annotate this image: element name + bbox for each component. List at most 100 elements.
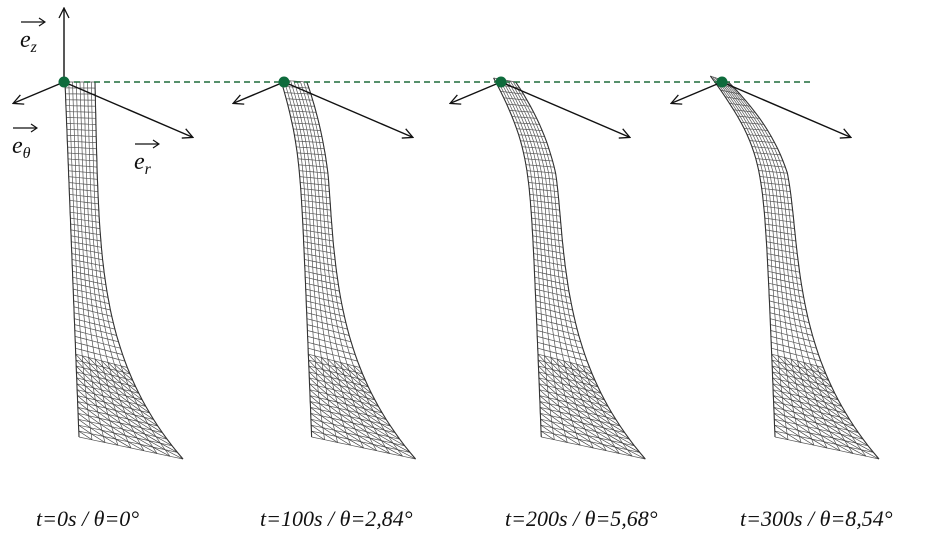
mesh-diagonal bbox=[113, 404, 126, 413]
mesh-diagonal bbox=[353, 365, 363, 375]
mesh-diagonal bbox=[784, 415, 797, 425]
mesh-diagonal bbox=[585, 371, 596, 381]
mesh-diagonal bbox=[102, 366, 112, 376]
mesh-diagonal bbox=[790, 393, 801, 403]
mesh-diagonal bbox=[587, 395, 600, 405]
mesh-diagonal bbox=[773, 407, 785, 416]
mesh-diagonal bbox=[622, 442, 640, 453]
mesh-diagonal bbox=[113, 432, 129, 442]
mesh-diagonal bbox=[346, 363, 357, 373]
mesh-diagonal bbox=[327, 358, 336, 368]
mesh-diagonal bbox=[590, 384, 602, 394]
mesh-diagonal bbox=[76, 371, 85, 380]
mesh-diagonal bbox=[317, 385, 328, 395]
e-theta-arrow-3 bbox=[451, 81, 502, 103]
mesh-diagonal bbox=[805, 420, 819, 430]
mesh-diagonal bbox=[798, 395, 810, 405]
mesh-diagonal bbox=[832, 437, 849, 448]
mesh-diagonal bbox=[809, 432, 825, 442]
mesh-diagonal bbox=[540, 413, 552, 422]
mesh-group bbox=[64, 75, 880, 460]
mesh-left-edge bbox=[709, 75, 776, 438]
mesh-diagonal bbox=[805, 368, 815, 378]
mesh-diagonal bbox=[308, 353, 316, 363]
mesh-diagonal bbox=[104, 372, 114, 382]
mesh-diagonal bbox=[78, 424, 92, 434]
mesh-diagonal bbox=[78, 430, 93, 441]
mesh-diagonal bbox=[599, 404, 613, 414]
mesh-diagonal bbox=[111, 426, 126, 436]
mesh-diagonal bbox=[351, 376, 362, 386]
mesh-diagonal bbox=[779, 373, 789, 382]
mesh-diagonal bbox=[779, 367, 788, 376]
mesh-diagonal bbox=[559, 371, 569, 380]
mesh-diagonal bbox=[539, 407, 552, 416]
mesh-diagonal bbox=[582, 399, 594, 409]
mesh-diagonal bbox=[547, 385, 557, 395]
mesh-diagonal bbox=[800, 372, 810, 382]
mesh-diagonal bbox=[367, 414, 381, 424]
mesh-diagonal bbox=[785, 421, 799, 431]
mesh-diagonal bbox=[811, 410, 824, 420]
mesh-diagonal bbox=[848, 446, 867, 457]
mesh-diagonal bbox=[772, 377, 782, 386]
mesh-diagonal bbox=[774, 419, 787, 428]
mesh-diagonal bbox=[580, 376, 591, 386]
mesh-diagonal bbox=[94, 393, 105, 403]
mesh-diagonal bbox=[357, 412, 371, 422]
e-theta-arrow-1 bbox=[14, 81, 65, 103]
mesh-diagonal bbox=[558, 405, 571, 415]
mesh-diagonal bbox=[330, 411, 343, 421]
mesh-diagonal bbox=[355, 428, 370, 439]
mesh-diagonal bbox=[319, 403, 331, 413]
mesh-diagonal bbox=[151, 429, 168, 440]
mesh-diagonal bbox=[120, 422, 134, 432]
mesh-diagonal bbox=[328, 365, 338, 374]
mesh-diagonal bbox=[538, 365, 547, 374]
mesh-diagonal bbox=[125, 435, 141, 445]
mesh-diagonal bbox=[781, 391, 792, 401]
e-r-base: e bbox=[134, 149, 145, 175]
mesh-diagonal bbox=[772, 371, 781, 380]
mesh-diagonal bbox=[127, 418, 142, 429]
mesh-diagonal bbox=[309, 383, 319, 392]
mesh-diagonal bbox=[122, 406, 135, 416]
mesh-diagonal bbox=[814, 376, 825, 386]
mesh-diagonal bbox=[592, 425, 608, 435]
mesh-diagonal bbox=[90, 427, 104, 437]
mesh-diagonal bbox=[335, 366, 345, 376]
mesh-diagonal bbox=[540, 430, 555, 441]
mesh-diagonal bbox=[555, 387, 566, 397]
mesh-diagonal bbox=[813, 393, 825, 403]
mesh-diagonal bbox=[576, 363, 586, 373]
mesh-diagonal bbox=[584, 406, 598, 416]
e-z-sub: z bbox=[30, 39, 37, 56]
mesh-diagonal bbox=[791, 399, 803, 409]
mesh-diagonal bbox=[335, 395, 347, 405]
mesh-diagonal bbox=[573, 374, 584, 384]
mesh-line bbox=[512, 81, 633, 457]
mesh-diagonal bbox=[785, 363, 794, 372]
mesh-diagonal bbox=[796, 423, 810, 434]
mesh-diagonal bbox=[577, 387, 589, 397]
mesh-diagonal bbox=[309, 389, 320, 398]
mesh-diagonal bbox=[128, 401, 141, 411]
mesh-diagonal bbox=[577, 438, 594, 449]
mesh-line bbox=[728, 81, 880, 460]
mesh-diagonal bbox=[599, 437, 616, 448]
mesh-diagonal bbox=[334, 430, 349, 440]
mesh-diagonal bbox=[344, 426, 359, 436]
mesh-diagonal bbox=[821, 395, 834, 405]
mesh-diagonal bbox=[823, 441, 841, 452]
mesh-diagonal bbox=[318, 397, 330, 407]
mesh-diagonal bbox=[75, 353, 83, 363]
mesh-diagonal bbox=[552, 369, 562, 378]
mesh-diagonal bbox=[335, 436, 351, 446]
mesh-diagonal bbox=[840, 433, 857, 444]
mesh-diagonal bbox=[103, 436, 119, 446]
mesh-diagonal bbox=[358, 378, 369, 388]
mesh-diagonal bbox=[824, 384, 836, 394]
mesh-diagonal bbox=[613, 429, 630, 440]
mesh-diagonal bbox=[97, 371, 107, 380]
mesh-diagonal bbox=[579, 393, 592, 403]
